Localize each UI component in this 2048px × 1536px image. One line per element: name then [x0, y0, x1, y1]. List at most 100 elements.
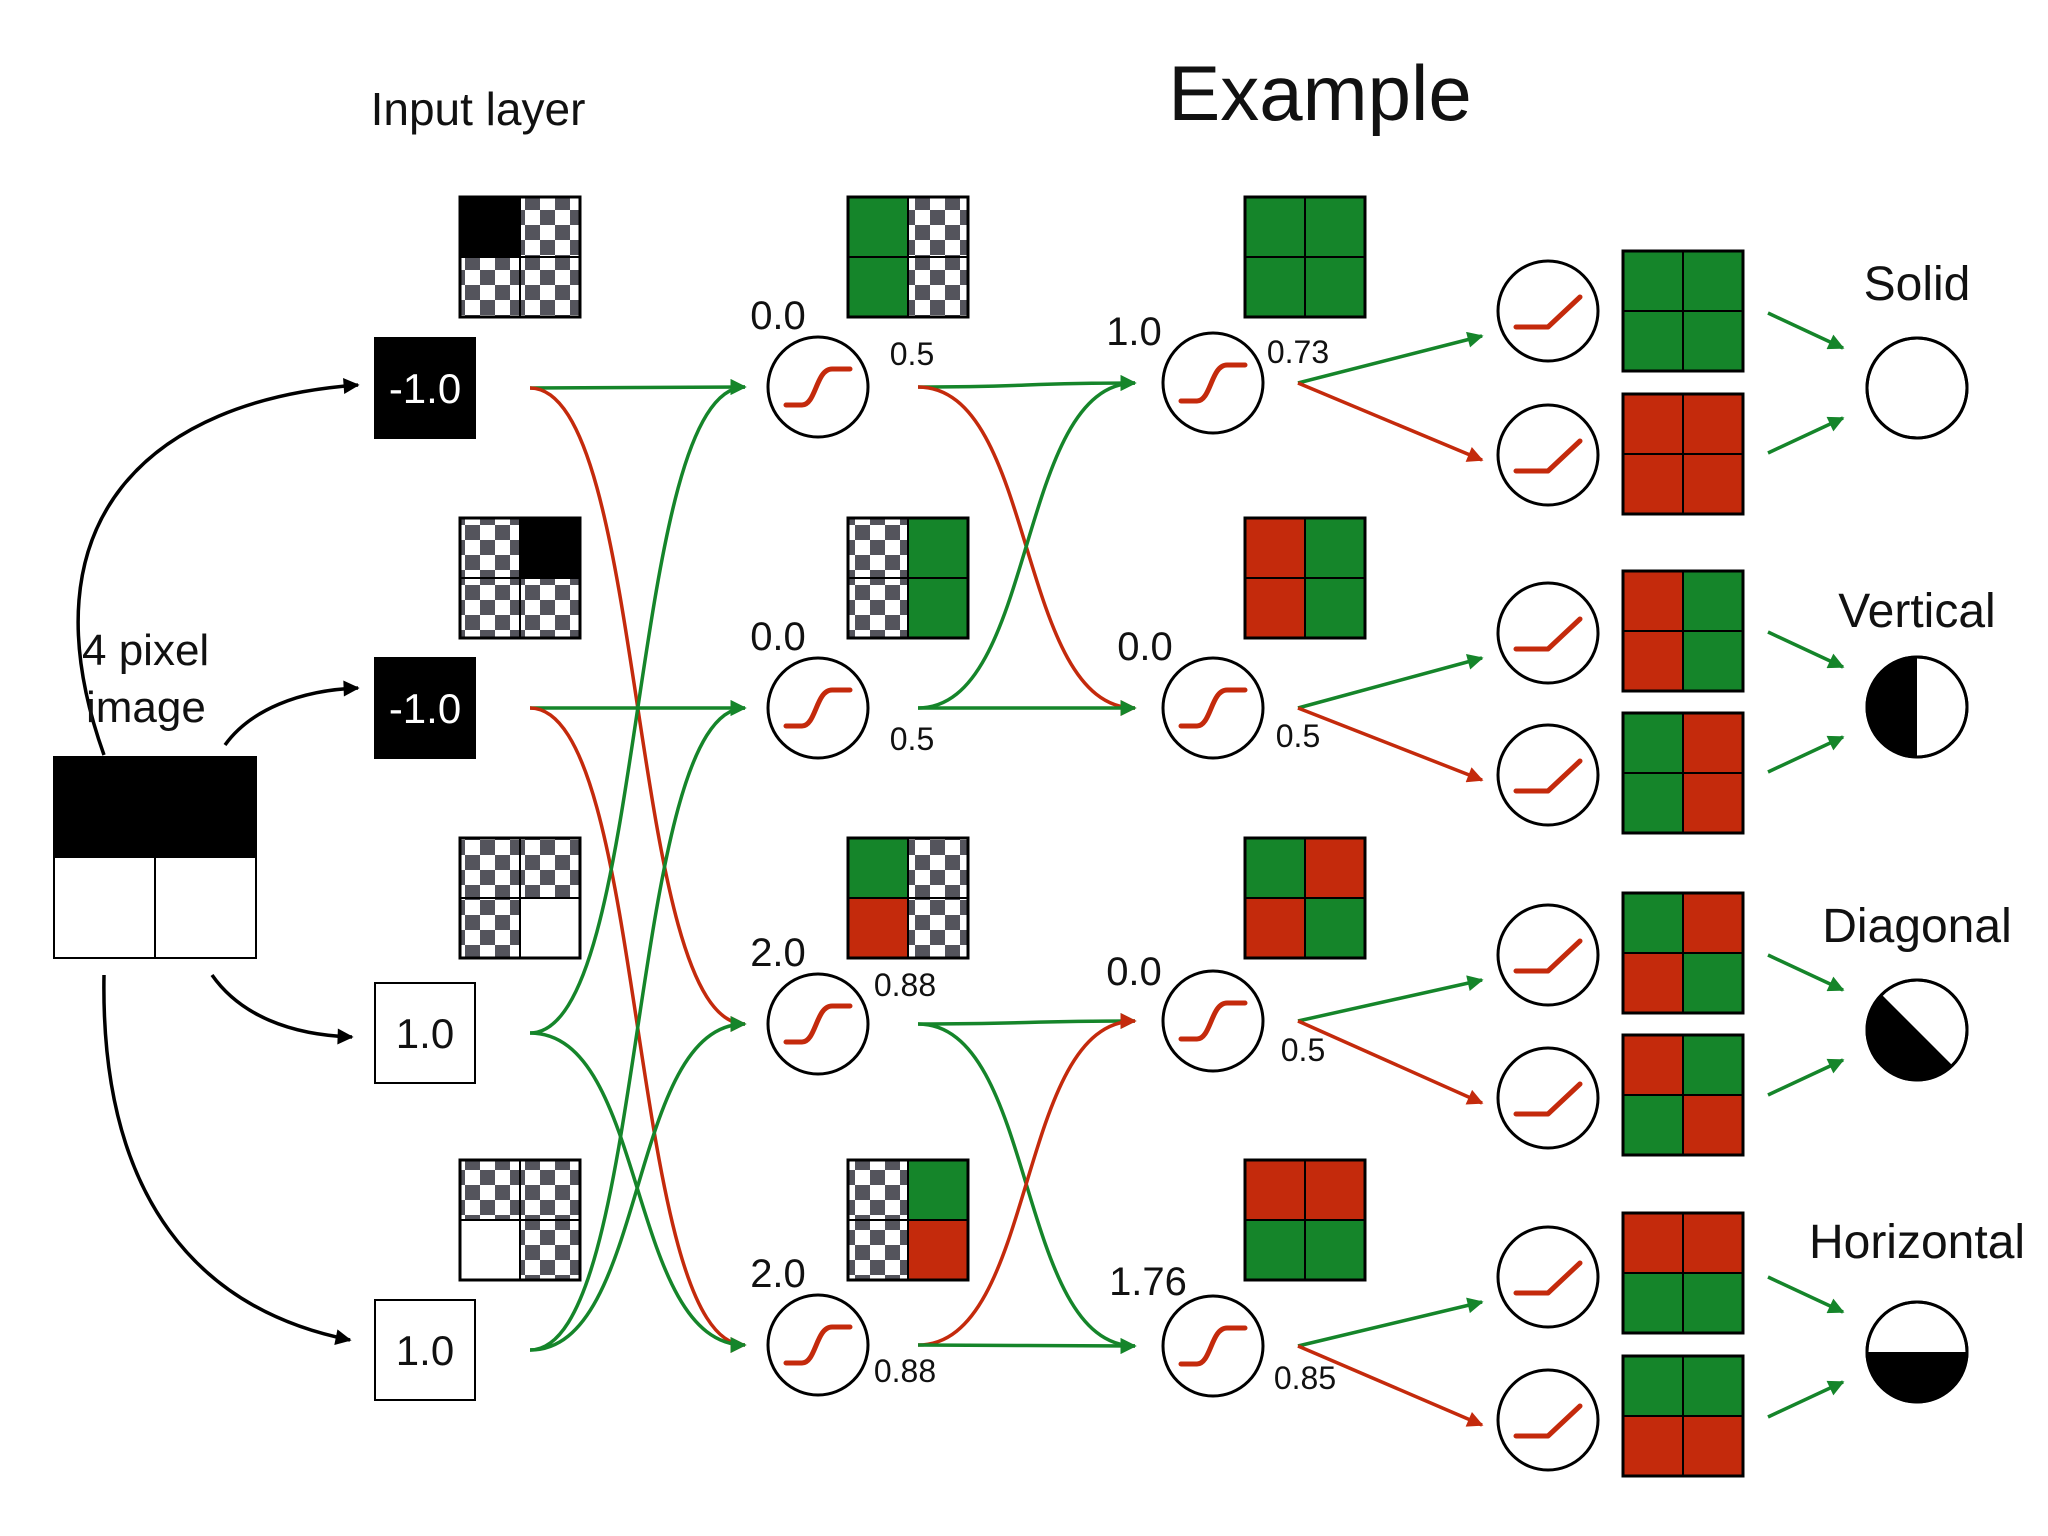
l2-sum: 0.0	[1106, 950, 1162, 994]
icon-fill	[1867, 657, 1917, 757]
pattern-cell	[1623, 631, 1683, 691]
pattern-cell	[1245, 898, 1305, 958]
pattern-cell	[1623, 1213, 1683, 1273]
edge-relu-to-output	[1767, 1275, 1845, 1314]
pattern-cell	[1683, 1273, 1743, 1333]
solid-icon	[1865, 336, 1969, 440]
edge-l2-to-relu	[1297, 706, 1484, 783]
edge-l1-to-l2	[917, 375, 1137, 710]
l1-sum: 0.0	[750, 294, 806, 338]
image-cell	[53, 856, 156, 959]
pattern-cell	[1683, 1213, 1743, 1273]
l2-output: 0.5	[1281, 1032, 1325, 1068]
input-neuron: 1.0	[374, 1299, 476, 1401]
grid-border	[1621, 249, 1745, 373]
pattern-cell	[1623, 713, 1683, 773]
pattern-cell	[1623, 454, 1683, 514]
l1-output: 0.5	[890, 721, 934, 757]
edge-l2-to-relu	[1297, 1019, 1484, 1105]
pattern-cell	[1245, 257, 1305, 317]
pattern-cell	[848, 1160, 908, 1220]
sigmoid-icon	[1178, 1000, 1248, 1042]
pattern-cell	[908, 518, 968, 578]
grid-border	[846, 1158, 970, 1282]
edge-l2-to-relu	[1297, 654, 1484, 710]
sigmoid-icon	[1178, 362, 1248, 404]
pattern-cell	[1305, 197, 1365, 257]
sigmoid-icon	[783, 687, 853, 729]
pattern-cell	[460, 257, 520, 317]
grid-border	[1621, 569, 1745, 693]
edge-relu-to-output	[1767, 416, 1845, 455]
pattern-cell	[520, 838, 580, 898]
l2-output: 0.73	[1267, 334, 1329, 370]
l2-sum: 1.76	[1109, 1260, 1187, 1304]
relu-pattern	[1621, 392, 1745, 516]
relu-neuron	[1496, 259, 1600, 363]
edge-l1-to-l2	[917, 1013, 1137, 1347]
output-label: Horizontal	[1809, 1216, 2025, 1269]
relu-icon	[1513, 616, 1583, 652]
pattern-cell	[1305, 898, 1365, 958]
pattern-cell	[908, 838, 968, 898]
edge-relu-to-output	[1767, 735, 1845, 774]
relu-pattern	[1621, 1211, 1745, 1335]
pattern-cell	[1245, 518, 1305, 578]
l2-output: 0.85	[1274, 1360, 1336, 1396]
diagonal-icon	[1865, 978, 1969, 1082]
pattern-cell	[1683, 773, 1743, 833]
input-value: 1.0	[396, 1327, 454, 1374]
grid-border	[1243, 195, 1367, 319]
edge-input-to-l1	[529, 379, 747, 1035]
relu-neuron	[1496, 903, 1600, 1007]
image-border	[53, 756, 257, 959]
grid-border	[1243, 1158, 1367, 1282]
pattern-cell	[1623, 1035, 1683, 1095]
input-receptive-field	[458, 1158, 582, 1282]
edge-l1-to-l2	[917, 1013, 1137, 1030]
pattern-cell	[1305, 1220, 1365, 1280]
relu-icon	[1513, 938, 1583, 974]
edge-l2-to-relu	[1297, 331, 1484, 385]
l2-receptive-field	[1243, 836, 1367, 960]
pattern-cell	[1683, 1095, 1743, 1155]
sigmoid-icon	[783, 1003, 853, 1045]
pattern-cell	[1683, 454, 1743, 514]
l1-output: 0.88	[874, 967, 936, 1003]
l1-output: 0.88	[874, 1353, 936, 1389]
output-border	[1865, 655, 1969, 759]
pattern-cell	[1623, 1356, 1683, 1416]
icon-fill	[1867, 994, 1953, 1080]
l2-output: 0.5	[1276, 718, 1320, 754]
pattern-cell	[520, 1220, 580, 1280]
l2-neuron	[1161, 1294, 1265, 1398]
relu-pattern	[1621, 569, 1745, 693]
grid-border	[1621, 1354, 1745, 1478]
relu-icon	[1513, 1260, 1583, 1296]
grid-border	[1621, 1033, 1745, 1157]
pattern-cell	[1683, 311, 1743, 371]
l1-neuron	[766, 656, 870, 760]
neuron-circle	[1496, 903, 1600, 1007]
l1-output: 0.5	[890, 336, 934, 372]
image-top-half	[54, 757, 256, 857]
pattern-cell	[908, 578, 968, 638]
l1-sum: 2.0	[750, 1252, 806, 1296]
pattern-cell	[1683, 571, 1743, 631]
pattern-cell	[1623, 953, 1683, 1013]
pattern-cell	[1245, 1220, 1305, 1280]
grid-border	[458, 1158, 582, 1282]
pattern-cell	[848, 898, 908, 958]
pattern-cell	[908, 898, 968, 958]
neuron-circle	[1496, 1046, 1600, 1150]
output-label: Diagonal	[1822, 900, 2011, 953]
pattern-cell	[1623, 251, 1683, 311]
edge-input-to-l1	[529, 700, 747, 1352]
relu-icon	[1513, 294, 1583, 330]
l2-neuron	[1161, 331, 1265, 435]
input-value: -1.0	[389, 365, 461, 412]
image-to-input-arrow	[102, 974, 352, 1346]
l2-receptive-field	[1243, 516, 1367, 640]
pattern-cell	[1683, 1035, 1743, 1095]
